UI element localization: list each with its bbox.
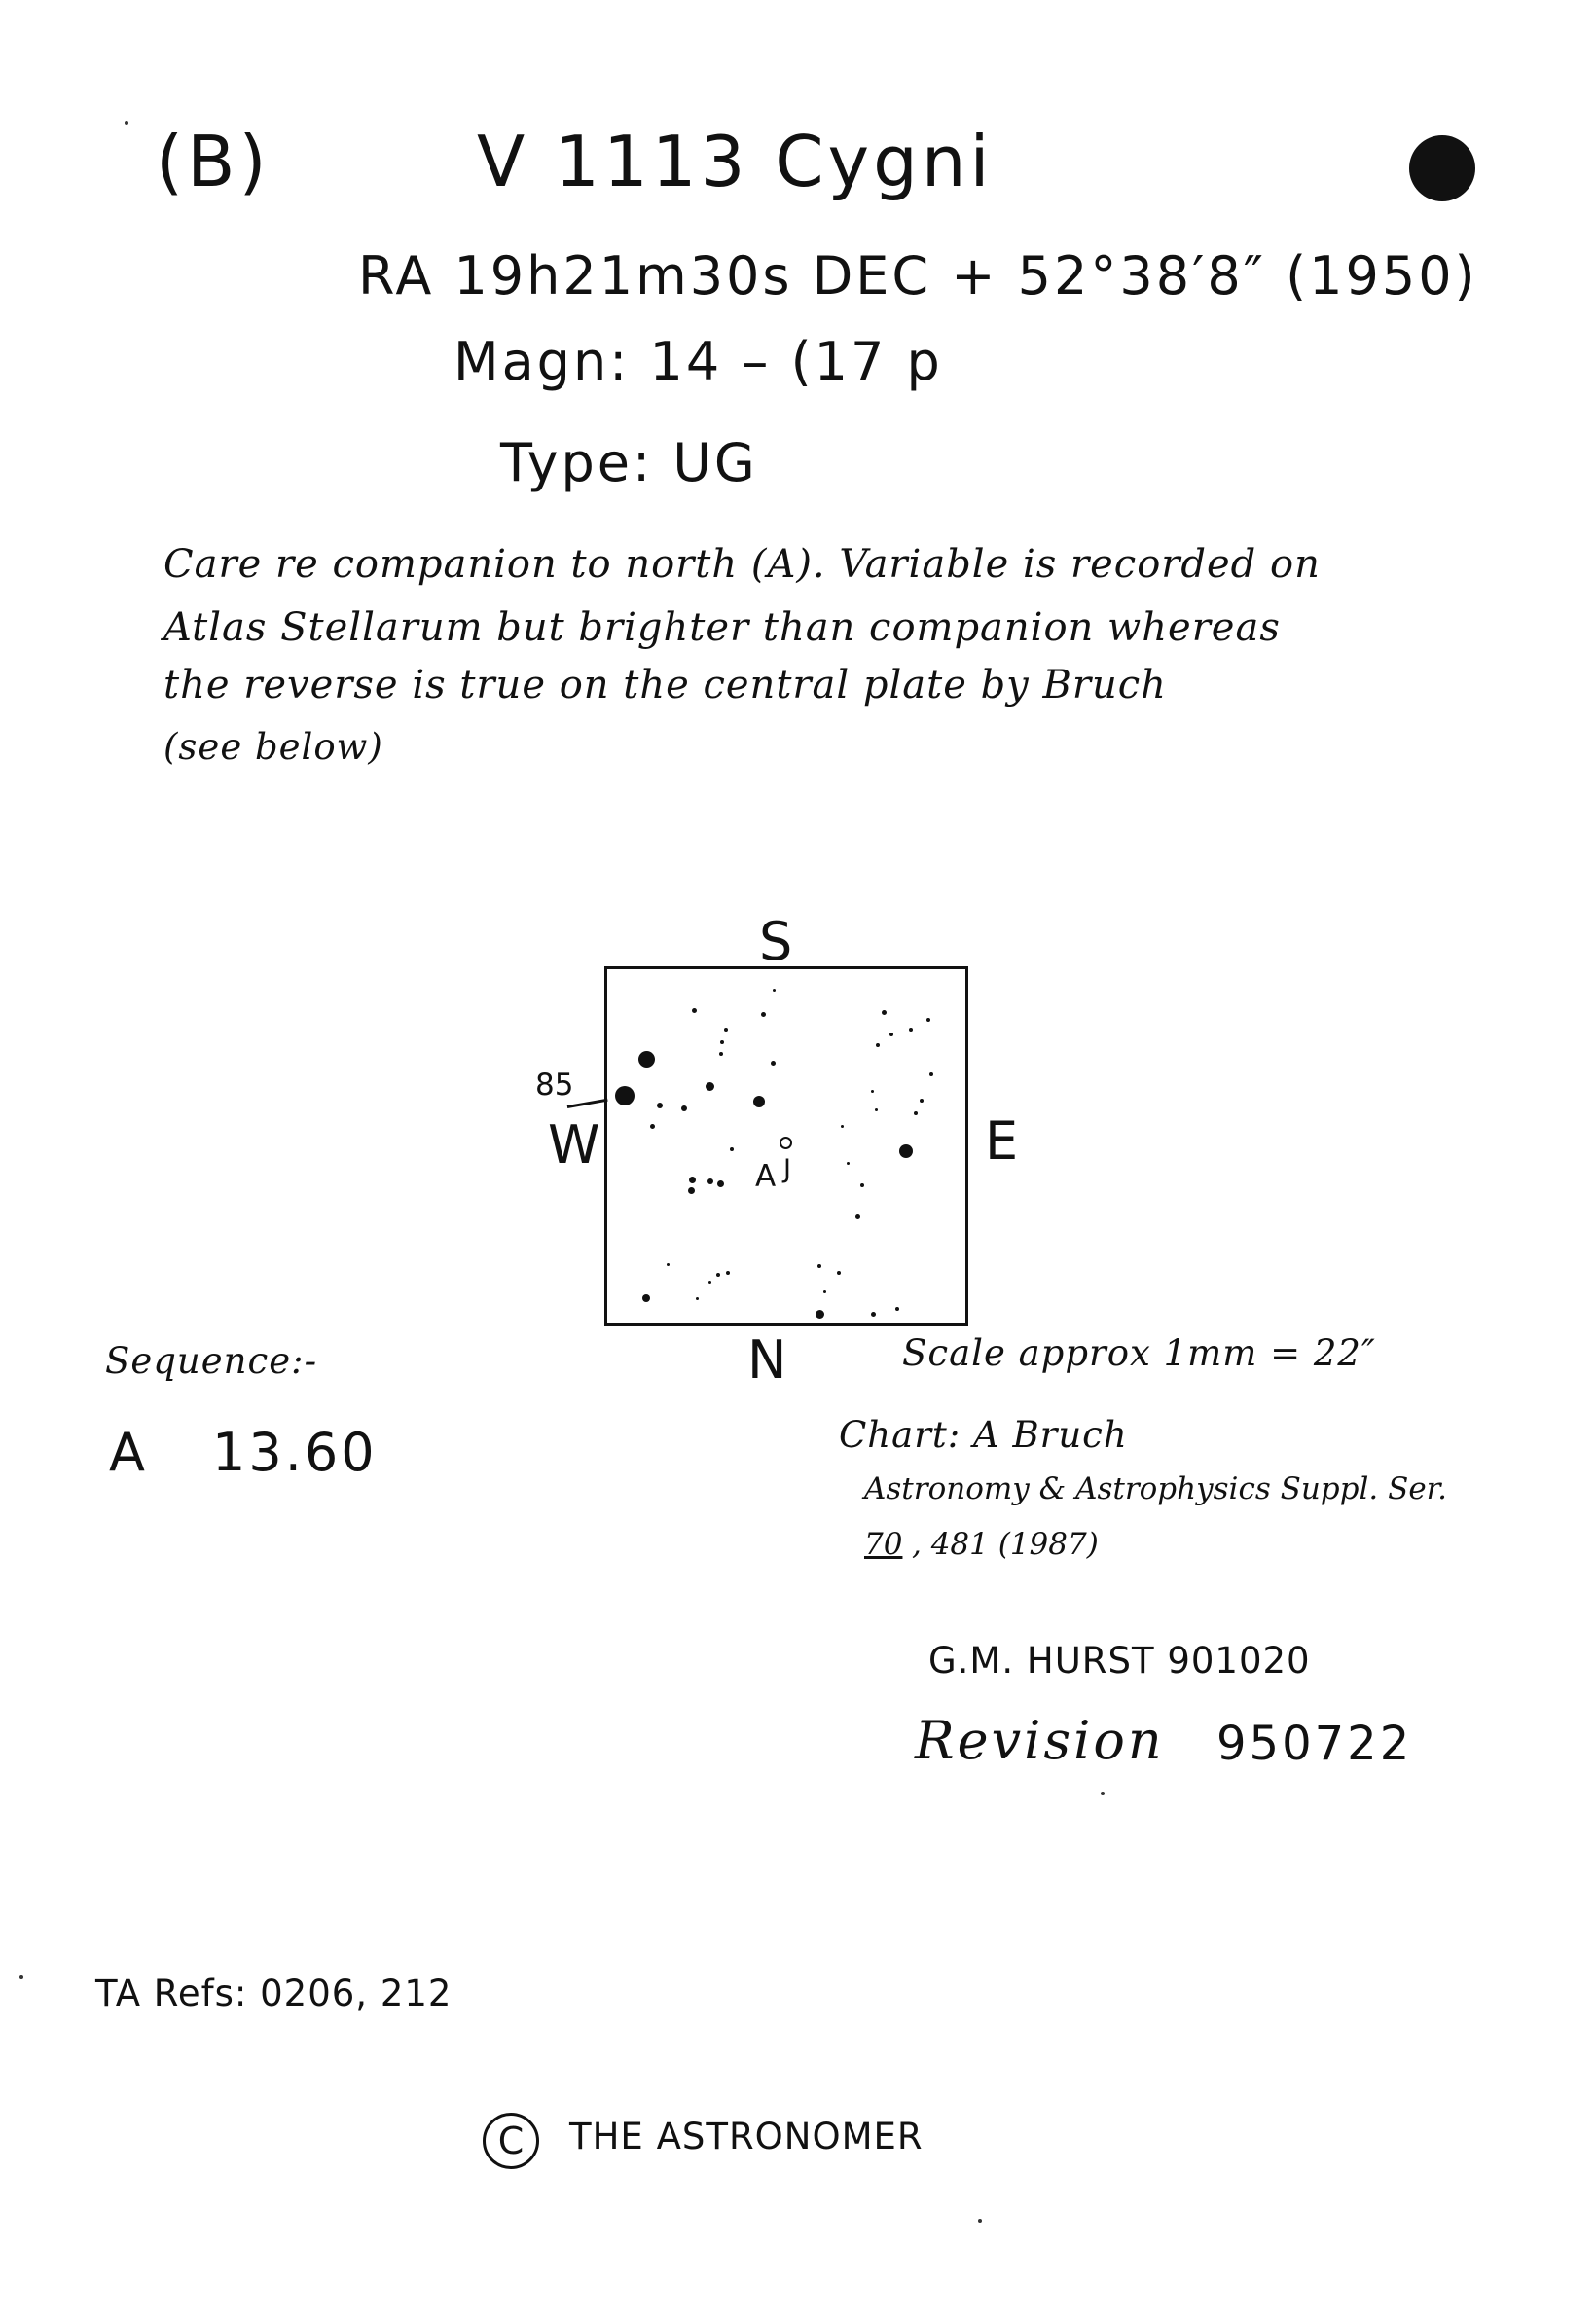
- chart-star: [716, 1273, 720, 1277]
- chart-star: [720, 1040, 724, 1044]
- source-volume: 70: [864, 1527, 903, 1562]
- coordinates-ra-dec: RA 19h21m30s DEC + 52°38′8″ (1950): [358, 245, 1478, 307]
- chart-star: [823, 1290, 826, 1293]
- revision-date: 950722: [1216, 1717, 1413, 1771]
- source-chart-author: Chart: A Bruch: [839, 1414, 1128, 1456]
- chart-star: [817, 1264, 821, 1268]
- chart-star: [882, 1010, 887, 1015]
- chart-star: [876, 1043, 880, 1047]
- variable-pointer-mark: J: [783, 1154, 791, 1184]
- chart-star: [920, 1099, 924, 1103]
- variable-type: Type: UG: [500, 432, 758, 493]
- note-line-4: (see below): [163, 726, 383, 768]
- chart-star: [909, 1028, 913, 1032]
- source-pages-year: , 481 (1987): [912, 1527, 1099, 1562]
- chart-star: [875, 1108, 878, 1111]
- chart-star: [847, 1162, 850, 1165]
- chart-star: [816, 1310, 824, 1319]
- note-line-3: the reverse is true on the central plate…: [163, 663, 1167, 707]
- chart-star: [689, 1177, 696, 1183]
- paper-speck: [19, 1975, 23, 1979]
- author-credit: G.M. HURST 901020: [928, 1640, 1311, 1682]
- ta-references: TA Refs: 0206, 212: [95, 1973, 453, 2014]
- chart-star: [841, 1125, 844, 1128]
- chart-star: [724, 1028, 728, 1032]
- chart-star: [708, 1281, 711, 1284]
- chart-star: [926, 1018, 930, 1022]
- chart-star: [929, 1072, 933, 1076]
- chart-star: [837, 1271, 841, 1275]
- sequence-magnitude-a: 13.60: [212, 1422, 378, 1483]
- chart-north-label: N: [747, 1329, 790, 1391]
- chart-star: [706, 1082, 714, 1091]
- magnitude-range: Magn: 14 – (17 p: [453, 331, 943, 392]
- chart-star: [650, 1124, 655, 1129]
- paper-speck: [978, 2219, 982, 2223]
- paper-speck: [1101, 1792, 1105, 1795]
- chart-star: [681, 1105, 687, 1111]
- chart-star: [860, 1183, 864, 1187]
- variable-star-marker: [780, 1137, 792, 1149]
- chart-east-label: E: [985, 1110, 1022, 1172]
- chart-west-label: W: [548, 1114, 603, 1176]
- chart-star-85-label: 85: [535, 1068, 574, 1103]
- chart-star: [889, 1033, 893, 1036]
- chart-south-label: S: [759, 911, 796, 972]
- chart-star: [692, 1008, 697, 1013]
- chart-star: [914, 1111, 918, 1115]
- chart-star: [719, 1052, 723, 1056]
- chart-star: [717, 1180, 724, 1187]
- paper-speck: [125, 121, 128, 125]
- chart-star: [771, 1061, 776, 1066]
- copyright-text: THE ASTRONOMER: [569, 2116, 924, 2157]
- sequence-star-a: A: [109, 1422, 148, 1483]
- filled-circle-marker: [1409, 135, 1475, 201]
- chart-star: [726, 1271, 730, 1275]
- star-name-title: V 1113 Cygni: [477, 121, 994, 202]
- chart-star: [855, 1214, 860, 1219]
- chart-star: [730, 1147, 734, 1151]
- chart-star: [642, 1294, 650, 1302]
- chart-star: [688, 1187, 695, 1194]
- chart-star: [871, 1090, 874, 1093]
- chart-star: [761, 1012, 766, 1017]
- chart-star: [657, 1103, 663, 1108]
- chart-star: [899, 1144, 913, 1158]
- chart-star: [773, 989, 776, 992]
- chart-star-85: [615, 1086, 635, 1105]
- chart-scale: Scale approx 1mm = 22″: [902, 1332, 1376, 1374]
- note-line-2: Atlas Stellarum but brighter than compan…: [163, 605, 1281, 650]
- chart-star: [638, 1051, 655, 1068]
- copyright-symbol: C: [483, 2113, 539, 2169]
- chart-star: [871, 1312, 876, 1317]
- chart-star: [895, 1307, 899, 1311]
- revision-label: Revision: [915, 1710, 1165, 1771]
- source-journal: Astronomy & Astrophysics Suppl. Ser.: [864, 1471, 1447, 1506]
- finder-chart-frame: A J: [604, 966, 968, 1326]
- chart-star: [707, 1178, 713, 1184]
- sequence-heading: Sequence:-: [105, 1340, 318, 1382]
- sheet-label: (B): [156, 121, 271, 202]
- chart-star-a-label: A: [755, 1159, 777, 1194]
- chart-star: [753, 1096, 765, 1107]
- note-line-1: Care re companion to north (A). Variable…: [163, 542, 1321, 587]
- chart-star: [667, 1263, 670, 1266]
- chart-star: [696, 1297, 699, 1300]
